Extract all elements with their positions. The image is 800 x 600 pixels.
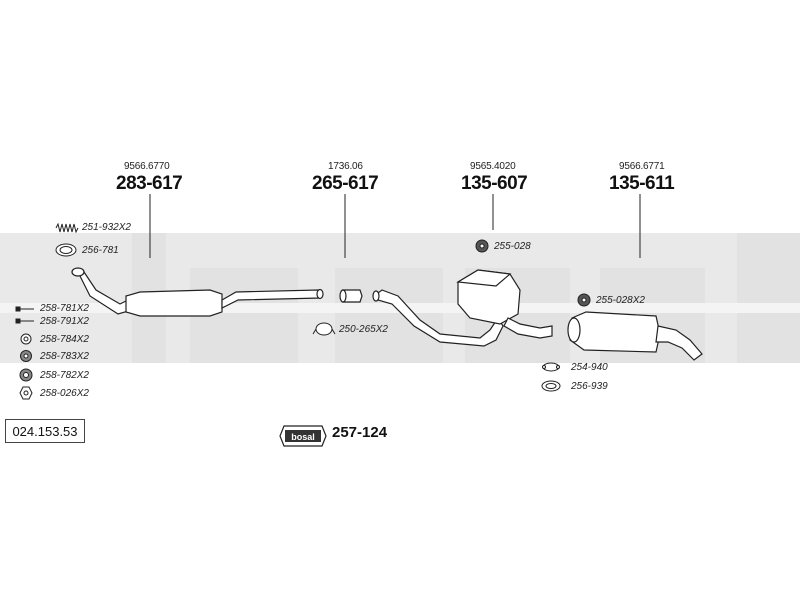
oem-number-connector: 1736.06: [328, 161, 363, 172]
gasket-icon: [542, 362, 560, 372]
oem-number-front: 9566.6770: [124, 161, 170, 172]
kit-badge: bosal: [279, 425, 327, 447]
accessory-washer-b-label: 258-783X2: [40, 351, 89, 362]
accessory-bolt-a-label: 258-781X2: [40, 303, 89, 314]
accessory-spring-label: 251-932X2: [82, 222, 131, 233]
part-number-front: 283-617: [116, 173, 183, 194]
reference-number: 024.153.53: [5, 419, 85, 443]
bolt-icon-2: [15, 318, 34, 324]
accessory-washer-a-label: 258-784X2: [40, 334, 89, 345]
clamp-icon: [312, 322, 336, 336]
connector-pipe: [339, 289, 363, 303]
accessory-hanger-mid-label: 255-028: [494, 241, 531, 252]
accessory-hanger-rear-label: 255-028X2: [596, 295, 645, 306]
kit-badge-text: bosal: [291, 432, 315, 442]
washer-icon-2: [20, 350, 32, 362]
hanger-icon-2: [577, 293, 591, 307]
oem-number-middle: 9565.4020: [470, 161, 516, 172]
accessory-washer-c-label: 258-782X2: [40, 370, 89, 381]
nut-icon: [19, 386, 33, 400]
accessory-clamp-label: 250-265X2: [339, 324, 388, 335]
accessory-bolt-b-label: 258-791X2: [40, 316, 89, 327]
front-silencer-pipe: [71, 267, 324, 317]
washer-icon-3: [19, 368, 33, 382]
middle-silencer: [372, 269, 553, 347]
accessory-gasket-label: 254-940: [571, 362, 608, 373]
washer-icon: [20, 333, 32, 345]
kit-part-number: 257-124: [332, 424, 388, 441]
part-number-connector: 265-617: [312, 173, 379, 194]
accessory-nut-label: 258-026X2: [40, 388, 89, 399]
ring-icon: [55, 243, 77, 257]
ring-icon-2: [541, 380, 561, 392]
rear-silencer: [567, 311, 703, 361]
oem-number-rear: 9566.6771: [619, 161, 665, 172]
spring-icon: [55, 222, 79, 234]
bolt-icon: [15, 306, 34, 312]
part-number-rear: 135-611: [609, 173, 675, 194]
leader-lines: [149, 194, 641, 258]
accessory-ring-rear-label: 256-939: [571, 381, 608, 392]
accessory-ring-front-label: 256-781: [82, 245, 119, 256]
part-number-middle: 135-607: [461, 173, 528, 194]
hanger-icon: [475, 239, 489, 253]
accessory-icons: [15, 222, 591, 400]
